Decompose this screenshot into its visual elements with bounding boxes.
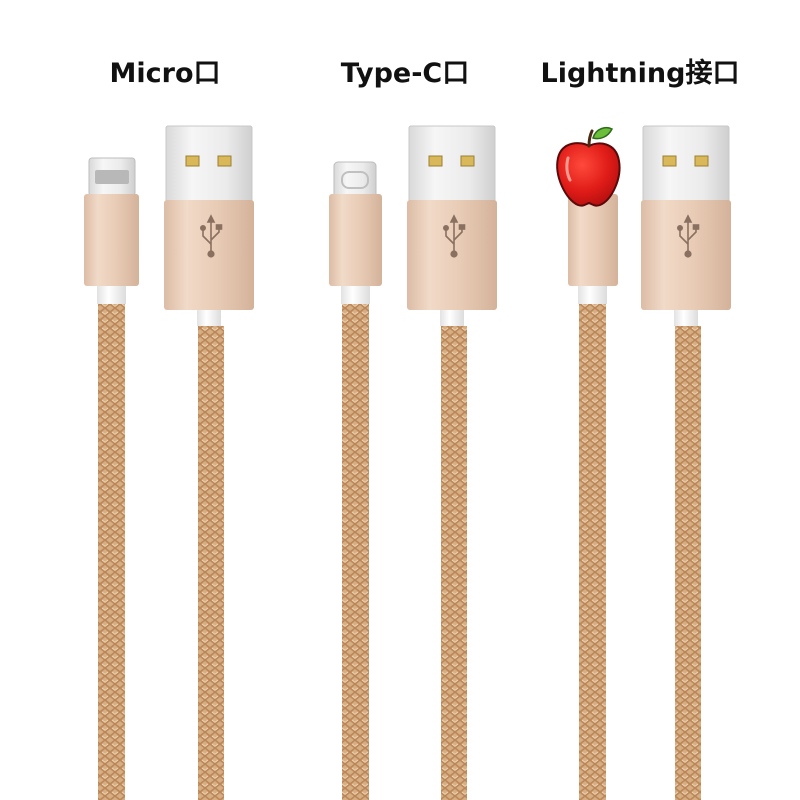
usb-a-connector — [163, 125, 255, 800]
type-c-cable-pair — [329, 125, 498, 800]
lightning-connector — [556, 126, 621, 800]
usb-symbol-icon — [443, 214, 466, 258]
usb-a-connector — [406, 125, 498, 800]
micro-cable-pair — [84, 125, 255, 800]
type-c-port-label: Type-C口 — [340, 58, 470, 89]
lightning-port-label: Lightning接口 — [540, 58, 740, 89]
usb-symbol-icon — [677, 214, 700, 258]
type-c-connector — [329, 161, 382, 800]
apple-logo-icon — [556, 126, 621, 207]
micro-port-label: Micro口 — [109, 58, 221, 89]
usb-a-connector — [640, 125, 732, 800]
micro-usb-connector — [84, 157, 139, 800]
usb-symbol-icon — [200, 214, 223, 258]
lightning-cable-pair — [556, 125, 732, 800]
